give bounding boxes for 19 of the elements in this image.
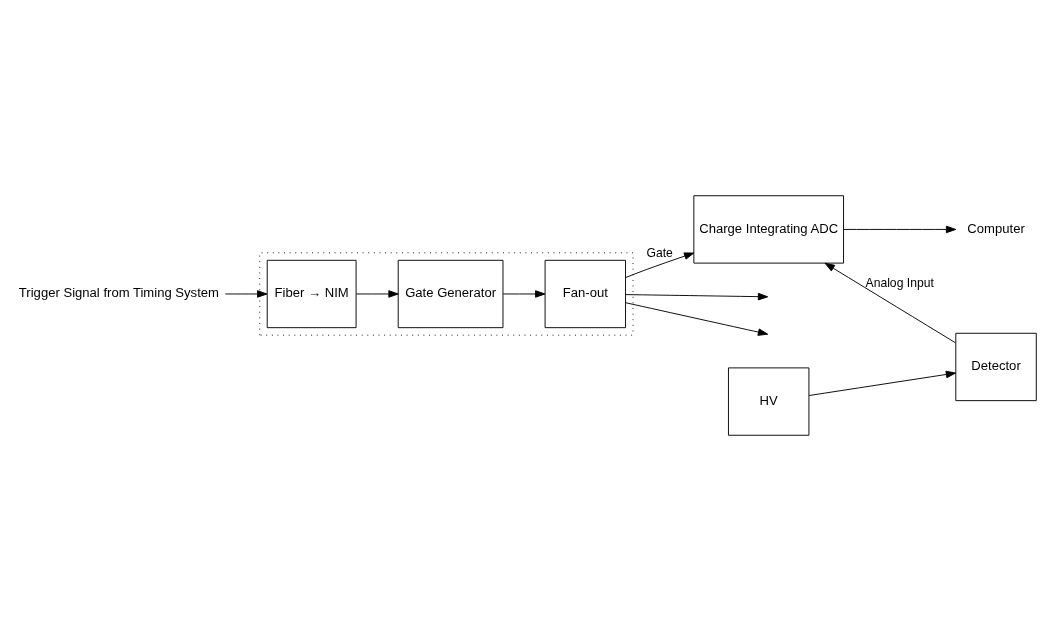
node-box: HV — [728, 366, 810, 436]
arrow — [224, 289, 268, 298]
node-box: Fiber → NIM — [266, 259, 357, 328]
arrow — [625, 292, 769, 300]
node-text: Trigger Signal from Timing System — [18, 284, 219, 300]
arrow — [808, 370, 957, 396]
edge-label: Analog Input — [865, 275, 934, 290]
node-text: Computer — [967, 220, 1025, 236]
arrow — [502, 289, 546, 298]
arrow — [824, 262, 956, 343]
node-box: Fan-out — [544, 259, 626, 328]
node-box: Gate Generator — [397, 259, 504, 328]
node-box: Charge Integrating ADC — [693, 194, 844, 264]
arrow — [355, 289, 399, 298]
arrow — [625, 301, 769, 336]
edge-label: Gate — [646, 245, 673, 260]
node-box: Detector — [955, 332, 1037, 401]
arrow — [843, 225, 957, 233]
arrow — [625, 251, 695, 278]
